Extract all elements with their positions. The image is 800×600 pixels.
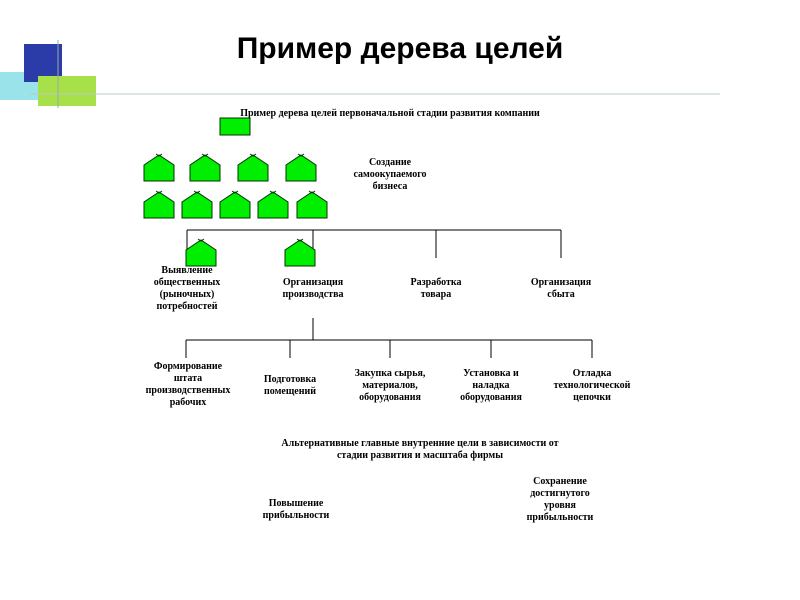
house-icon bbox=[181, 190, 213, 219]
goal-prepare-premises: Подготовка помещений bbox=[263, 374, 317, 397]
goal-organize-sales: Организация сбыта bbox=[530, 277, 592, 300]
goal-install-equipment: Установка и наладка оборудования bbox=[460, 368, 522, 403]
house-icon bbox=[219, 190, 251, 219]
goal-identify-needs: Выявление общественных (рыночных) потреб… bbox=[153, 265, 221, 312]
root-goal: Создание самоокупаемого бизнеса bbox=[353, 157, 427, 192]
goal-product-development: Разработка товара bbox=[410, 277, 462, 300]
goal-debug-chain: Отладка технологической цепочки bbox=[553, 368, 631, 403]
house-icon bbox=[185, 238, 217, 267]
alt-goal-maintain-profit: Сохранение достигнутого уровня прибыльно… bbox=[526, 476, 594, 523]
goal-organize-production: Организация производства bbox=[282, 277, 344, 300]
page-title: Пример дерева целей bbox=[236, 32, 564, 65]
house-icon bbox=[296, 190, 328, 219]
deco-blue-square bbox=[24, 44, 62, 82]
house-icon bbox=[143, 153, 175, 182]
alternatives-caption: Альтернативные главные внутренние цели в… bbox=[281, 438, 559, 461]
top-house-icon bbox=[219, 117, 251, 136]
house-icon bbox=[284, 238, 316, 267]
alt-goal-increase-profit: Повышение прибыльности bbox=[262, 498, 330, 521]
goal-staff-formation: Формирование штата производственных рабо… bbox=[145, 361, 231, 408]
house-icon bbox=[189, 153, 221, 182]
house-icon bbox=[237, 153, 269, 182]
deco-green-square bbox=[38, 76, 96, 106]
goal-purchase-materials: Закупка сырья, материалов, оборудования bbox=[354, 368, 426, 403]
house-icon bbox=[257, 190, 289, 219]
house-icon bbox=[285, 153, 317, 182]
diagram-subtitle: Пример дерева целей первоначальной стади… bbox=[240, 108, 540, 119]
house-icon bbox=[143, 190, 175, 219]
